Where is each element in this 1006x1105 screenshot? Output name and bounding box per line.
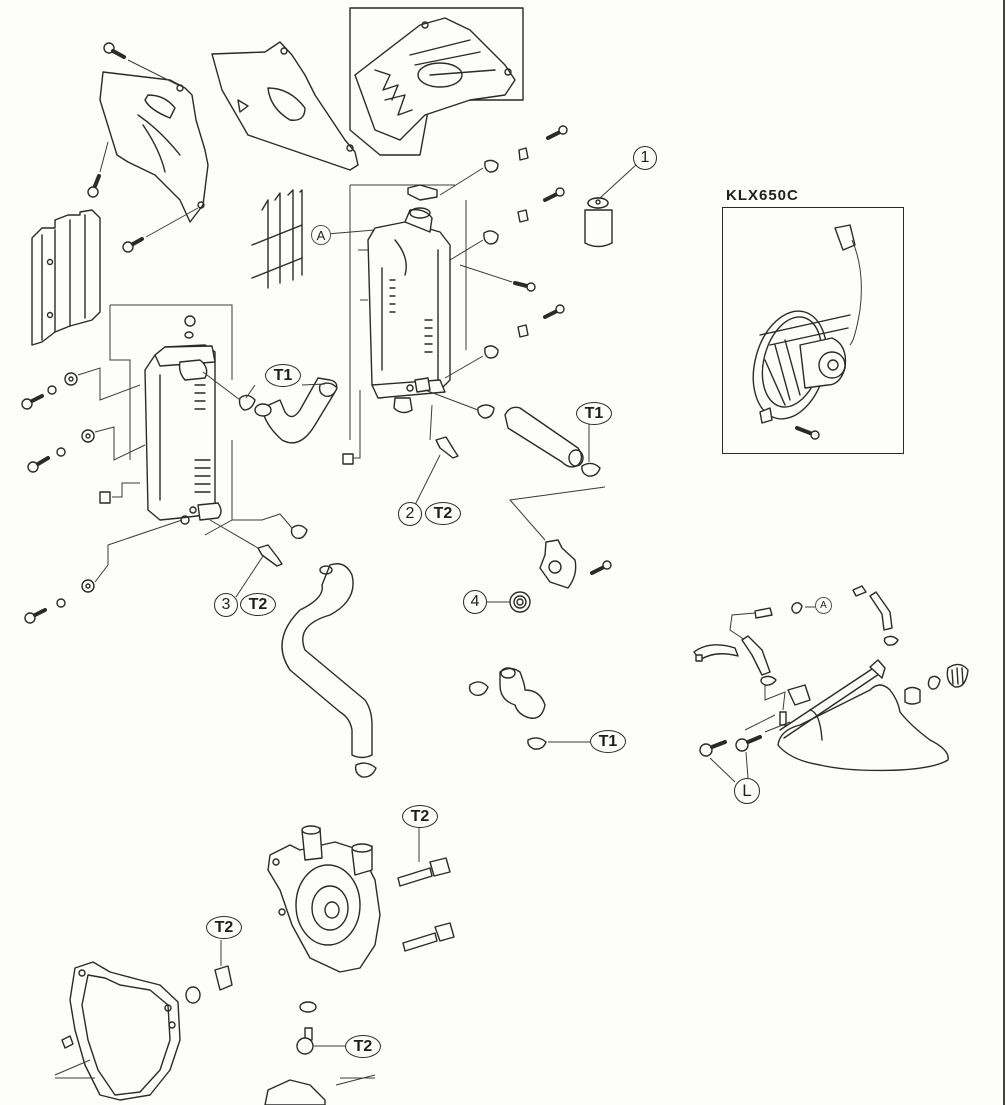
left-shroud <box>99 71 209 223</box>
fasteners-right <box>407 125 568 379</box>
upper-hose <box>202 371 338 444</box>
callout-torque-t2-sensor-right: T2 <box>425 502 461 525</box>
temp-sensor-right <box>414 404 459 506</box>
right-hose <box>424 389 601 477</box>
reserve-tank <box>777 659 969 772</box>
temp-sensor-left <box>209 513 308 598</box>
impeller-nut <box>185 940 233 1004</box>
pump-bolts <box>296 825 455 1055</box>
callout-item-3: 3 <box>214 593 238 617</box>
left-radiator <box>109 304 233 536</box>
fasteners-left <box>21 367 183 624</box>
water-pump-cover <box>267 825 381 973</box>
inset-model-title: KLX650C <box>726 187 799 204</box>
tank-bolts <box>699 714 791 783</box>
callout-torque-t1-right: T1 <box>576 402 612 425</box>
gasket <box>69 961 181 1101</box>
dowel-pin <box>54 1035 95 1079</box>
lower-hose <box>281 563 377 778</box>
reserve-tank-hoses <box>693 585 899 726</box>
callout-torque-t1-lower: T1 <box>590 730 626 753</box>
callout-ref-a-tank: A <box>815 597 832 614</box>
bolt <box>103 42 179 86</box>
radiator-guard-left <box>31 209 101 346</box>
callout-item-4: 4 <box>463 590 487 614</box>
page-edge-rule <box>1003 0 1005 1105</box>
thermostat <box>487 591 531 613</box>
callout-ref-a: A <box>311 225 331 245</box>
callout-torque-t2-pump-bolt: T2 <box>402 805 438 828</box>
radiator-fan <box>752 224 862 440</box>
callout-torque-t1-upper: T1 <box>265 364 301 387</box>
callout-torque-t2-sensor-left: T2 <box>240 593 276 616</box>
louver-right <box>251 189 303 289</box>
fan-inset-frame <box>722 207 904 454</box>
right-shroud <box>211 41 359 171</box>
bolt <box>122 207 199 253</box>
callout-torque-t2-drain-bolt: T2 <box>345 1035 381 1058</box>
right-radiator <box>349 184 467 440</box>
reserve-tank-fitting <box>584 163 638 248</box>
callout-torque-t2-impeller-nut: T2 <box>206 916 242 939</box>
clip-nut <box>342 390 361 465</box>
decal-panel <box>349 7 524 156</box>
callout-item-1: 1 <box>633 146 657 170</box>
impeller <box>264 1074 376 1105</box>
elbow-hose <box>468 667 590 750</box>
callout-item-2: 2 <box>398 502 422 526</box>
bolt <box>87 141 109 198</box>
callout-locking-agent-l: L <box>734 778 760 804</box>
thermostat-housing <box>509 486 612 589</box>
